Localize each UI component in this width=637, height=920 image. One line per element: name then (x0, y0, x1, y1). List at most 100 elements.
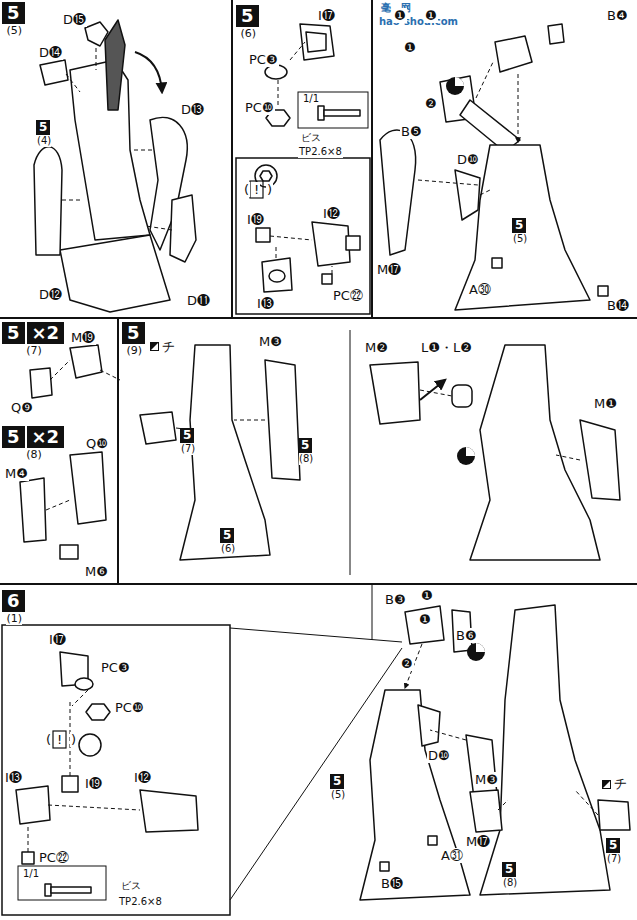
drawing-stroke (260, 171, 272, 181)
drawing-stroke (230, 628, 402, 642)
drawing-stroke (371, 0, 373, 318)
drawing-stroke (70, 345, 102, 378)
glue-symbol (446, 77, 485, 661)
part-label: M❸ (258, 334, 283, 349)
callout-number: ❶ (424, 8, 438, 23)
drawing-stroke (234, 420, 265, 421)
drawing-stroke (455, 170, 480, 220)
drawing-stroke (556, 455, 580, 460)
drawing-stroke (420, 380, 445, 400)
drawing-stroke (276, 244, 277, 258)
drawing-stroke (269, 270, 285, 282)
drawing-stroke (467, 643, 485, 661)
symbol-text: ( (45, 732, 52, 747)
callout-number: ❷ (424, 96, 438, 111)
drawing-stroke (380, 862, 389, 871)
sub-step-number: (7) (607, 853, 621, 865)
step-number-row: 6 (2, 590, 27, 612)
drawing-stroke (132, 150, 152, 151)
sub-step-number: (8) (503, 877, 517, 889)
drawing-stroke (46, 500, 70, 510)
drawing-stroke (100, 370, 120, 380)
part-label: B❸ (384, 592, 407, 607)
sub-step-number: (9) (126, 344, 142, 357)
part-label: D⓯ (62, 12, 87, 27)
drawing-stroke (405, 606, 444, 644)
step-number: 5 (180, 428, 194, 443)
drawing-stroke (51, 887, 91, 893)
step-number: 5 (220, 528, 234, 543)
symbol-text: ) (70, 732, 77, 747)
step-number-row: 5 (180, 428, 196, 443)
drawing-stroke (265, 65, 287, 79)
drawing-stroke (350, 330, 351, 575)
drawing-stroke (146, 226, 172, 230)
drawing-stroke (455, 77, 464, 86)
part-label: D⓭ (180, 102, 205, 117)
drawing-stroke (332, 266, 333, 274)
part-label: PC❿ (114, 700, 145, 715)
symbol-text: チ (161, 339, 176, 354)
part-label: L❶・L❷ (420, 340, 473, 355)
part-label: I⓬ (322, 206, 341, 221)
dimension: 1/1 (302, 93, 320, 105)
drawing-stroke (85, 22, 108, 46)
step-reference: 5(8) (298, 438, 314, 465)
step-reference: 5(5) (512, 218, 528, 245)
drawing-stroke (312, 222, 350, 266)
dimension: 1/1 (22, 868, 40, 880)
watermark: hao-shou.com (378, 16, 459, 28)
step-number-row: 5 (330, 774, 346, 789)
part-label: I⓬ (133, 770, 152, 785)
drawing-stroke (457, 447, 475, 465)
step-reference: 5(5) (330, 774, 346, 801)
dimension: TP2.6×8 (118, 896, 163, 908)
part-label: D⓮ (38, 45, 63, 60)
step-reference: 5(6) (220, 528, 236, 555)
step-number: 5 (2, 322, 25, 344)
drawing-stroke (117, 318, 119, 584)
drawing-stroke (452, 385, 472, 407)
drawing-stroke (62, 776, 78, 792)
part-label: B⓮ (606, 298, 630, 313)
drawing-stroke (151, 343, 158, 350)
drawing-stroke (418, 705, 440, 746)
part-label: PC㉒ (38, 850, 70, 865)
drawing-stroke (346, 236, 360, 250)
part-outlines (16, 20, 630, 900)
drawing-stroke (598, 286, 608, 296)
part-label: D❿ (427, 748, 451, 763)
drawing-stroke (22, 852, 34, 864)
warning-box (53, 181, 263, 748)
part-label: I⓱ (48, 632, 67, 647)
part-label: Q❿ (85, 436, 109, 451)
part-label: PC❸ (100, 660, 131, 675)
symbol-text: ) (266, 182, 273, 197)
part-label: M❹ (4, 466, 29, 481)
step-number-row: 5×2 (2, 426, 66, 448)
drawing-stroke (72, 690, 88, 706)
leader-lines (28, 42, 598, 852)
drawing-stroke (50, 360, 70, 380)
drawing-stroke (270, 236, 312, 240)
step-reference: 5(7) (606, 838, 622, 865)
drawing-stroke (324, 110, 360, 116)
drawing-stroke (480, 190, 490, 195)
drawing-stroke (460, 100, 520, 152)
callout-number: ❶ (420, 588, 434, 603)
step-header: 5×2(8) (2, 426, 66, 461)
drawing-stroke (62, 200, 82, 201)
drawing-stroke (370, 362, 420, 424)
step-header: 5×2(7) (2, 322, 66, 357)
drawing-stroke (135, 52, 162, 92)
part-label: B❹ (606, 8, 629, 23)
part-label: I⓭ (4, 770, 23, 785)
drawing-stroke (30, 368, 52, 398)
drawing-stroke (476, 643, 485, 652)
step-number-row: 5×2 (2, 322, 66, 344)
part-label: D⓬ (38, 287, 63, 302)
step-reference: 5(7) (180, 428, 196, 455)
drawing-stroke (140, 412, 176, 444)
sub-step-number: (8) (26, 448, 42, 461)
drawing-stroke (548, 24, 564, 44)
